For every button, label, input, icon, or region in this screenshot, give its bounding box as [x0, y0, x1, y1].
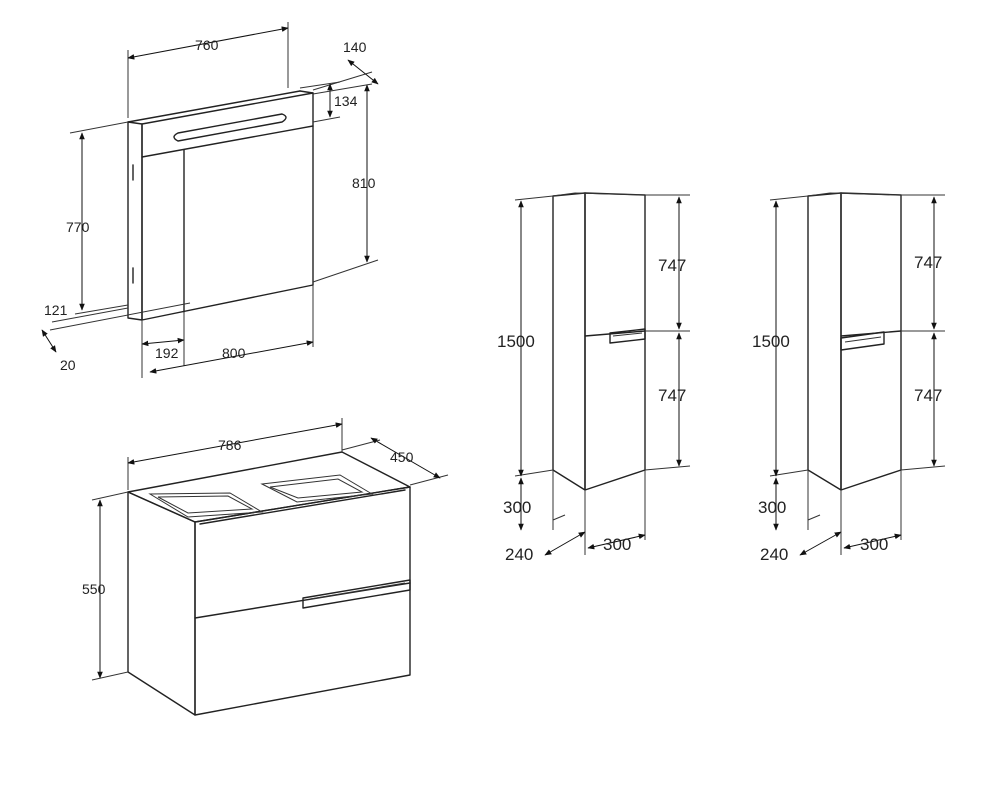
dim-column-left-lower-label: 747 — [658, 386, 686, 405]
vanity-outline — [127, 451, 411, 716]
dim-column-right-height-label: 1500 — [752, 332, 790, 351]
mirror-cabinet-labels: 760 140 134 810 770 121 20 192 800 — [44, 37, 376, 373]
dim-column-right-depth-label: 240 — [760, 545, 788, 564]
dim-column-left-base-label: 300 — [503, 498, 531, 517]
dim-vanity-width-label: 786 — [218, 437, 242, 453]
dim-column-right-lower-label: 747 — [914, 386, 942, 405]
dim-depth-label: 140 — [343, 39, 367, 55]
dim-height-label: 810 — [352, 175, 376, 191]
column-left-outline — [552, 192, 646, 491]
dim-door-width-label: 192 — [155, 345, 179, 361]
dim-bottom-offset-label: 121 — [44, 302, 68, 318]
dim-column-right-base-label: 300 — [758, 498, 786, 517]
vanity-labels: 786 450 550 — [82, 437, 414, 597]
mirror-cabinet-outline — [127, 90, 314, 321]
dim-column-right-upper-label: 747 — [914, 253, 942, 272]
vanity-dimensions — [91, 418, 449, 681]
column-right-labels: 1500 747 747 300 240 300 — [752, 253, 942, 564]
dim-vanity-height-label: 550 — [82, 581, 106, 597]
dim-vanity-depth-label: 450 — [390, 449, 414, 465]
column-unit-right: 1500 747 747 300 240 300 — [752, 192, 946, 564]
dim-light-height-label: 134 — [334, 93, 358, 109]
column-unit-left: 1500 747 747 300 240 300 — [497, 192, 691, 564]
column-left-labels: 1500 747 747 300 240 300 — [497, 256, 686, 564]
dim-total-width-label: 800 — [222, 345, 246, 361]
mirror-cabinet: 760 140 134 810 770 121 20 192 800 — [41, 22, 379, 378]
dim-column-right-width-label: 300 — [860, 535, 888, 554]
column-left-dimensions — [514, 194, 691, 556]
column-right-dimensions — [769, 194, 946, 556]
mirror-cabinet-dimensions — [41, 22, 379, 378]
dim-column-left-width-label: 300 — [603, 535, 631, 554]
dim-bottom-depth-label: 20 — [60, 357, 76, 373]
dim-column-left-upper-label: 747 — [658, 256, 686, 275]
column-right-outline — [807, 192, 902, 491]
dim-width-top-label: 760 — [195, 37, 219, 53]
dim-side-height-label: 770 — [66, 219, 90, 235]
vanity-unit: 786 450 550 — [82, 418, 449, 716]
dim-column-left-depth-label: 240 — [505, 545, 533, 564]
dim-column-left-height-label: 1500 — [497, 332, 535, 351]
